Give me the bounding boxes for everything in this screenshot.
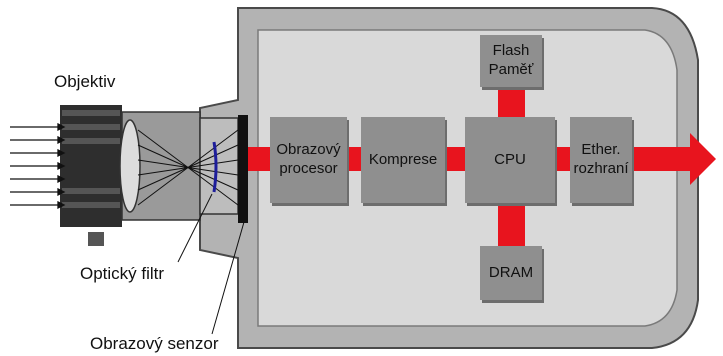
dram-block: DRAM bbox=[480, 246, 542, 300]
lens-label: Objektiv bbox=[54, 72, 116, 91]
bus-connections bbox=[248, 87, 668, 246]
compression-block: Komprese bbox=[361, 117, 445, 203]
ethernet-line1: Ether. bbox=[581, 141, 621, 159]
cpu-block: CPU bbox=[465, 117, 555, 203]
output-arrow bbox=[668, 133, 716, 185]
filter-pointer-line bbox=[177, 193, 213, 263]
flash-line1: Flash bbox=[492, 42, 530, 60]
optical-filter-label: Optický filtr bbox=[80, 264, 165, 283]
ethernet-line2: rozhraní bbox=[573, 160, 629, 177]
ethernet-block: Ether.rozhraní bbox=[570, 117, 632, 203]
optical-filter-shape bbox=[212, 141, 218, 193]
image-processor-line2: procesor bbox=[279, 160, 338, 177]
image-processor-line1: Obrazový bbox=[276, 141, 341, 159]
image-sensor-shape bbox=[238, 115, 248, 223]
lens-element bbox=[119, 119, 141, 213]
image-sensor-label: Obrazový senzor bbox=[90, 334, 219, 353]
lens-assembly bbox=[60, 105, 248, 246]
flash-line2: Paměť bbox=[488, 61, 534, 78]
incoming-light-arrows bbox=[10, 122, 66, 210]
sensor-pointer-line bbox=[211, 221, 245, 335]
